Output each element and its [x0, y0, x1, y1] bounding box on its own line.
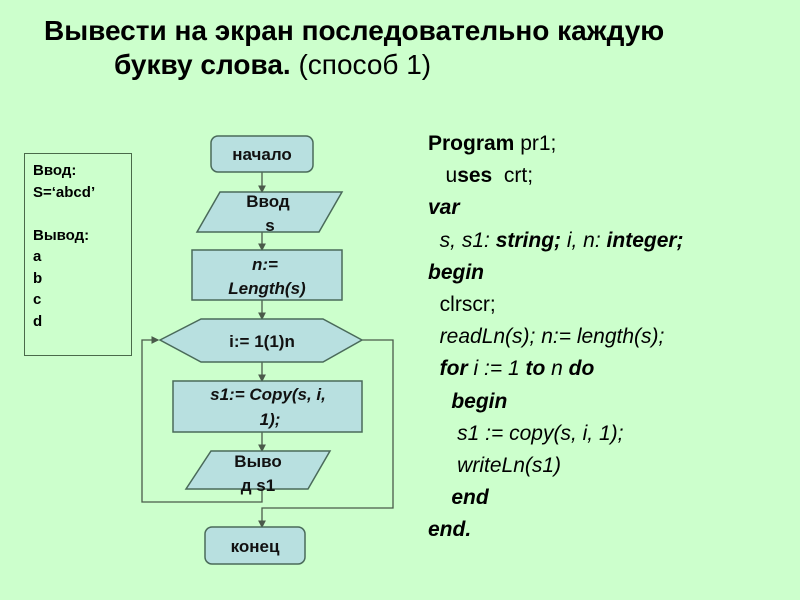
io-line: Ввод: [33, 162, 77, 179]
end-label: конец [231, 537, 280, 556]
code-line: writeLn(s1) [428, 450, 684, 482]
io-line: c [33, 291, 42, 308]
output-parallelogram [184, 450, 332, 490]
start-terminator [210, 135, 314, 173]
code-line: uses crt; [428, 160, 684, 192]
code-line: s, s1: string; i, n: integer; [428, 225, 684, 257]
title-subtitle: (способ 1) [298, 49, 432, 80]
code-token: s, s1: [428, 228, 496, 252]
assign-n-label-2: Length(s) [228, 279, 306, 298]
slide-title: Вывести на экран последовательно каждую … [44, 14, 664, 82]
io-line: S=‘abcd’ [33, 183, 96, 201]
assign-s1-label-2: 1); [260, 410, 281, 429]
code-token: ses [457, 164, 493, 188]
code-line: begin [428, 386, 684, 418]
input-label-2: s [265, 216, 274, 235]
code-token: to [525, 357, 546, 381]
code-line: Program pr1; [428, 128, 684, 160]
code-token: end. [428, 518, 472, 542]
code-token: end [428, 486, 489, 510]
input-label-1: Ввод [246, 192, 290, 211]
code-token: string; [495, 228, 562, 252]
input-parallelogram [195, 191, 344, 233]
code-token: writeLn(s1) [428, 454, 562, 478]
io-line: b [33, 269, 43, 287]
loop-hexagon [158, 318, 364, 363]
start-label: начало [232, 145, 292, 164]
io-line: d [33, 312, 43, 330]
assign-s1-process [172, 380, 363, 433]
code-token: n [545, 357, 569, 381]
code-token: pr1; [514, 132, 557, 155]
code-token: begin [428, 389, 508, 413]
code-line: readLn(s); n:= length(s); [428, 321, 684, 353]
code-token: for [428, 357, 468, 381]
io-line: a [33, 248, 42, 265]
code-line: s1 := copy(s, i, 1); [428, 418, 684, 450]
connector-loop-exit [258, 339, 394, 529]
code-token: i := 1 [467, 357, 526, 381]
code-line: var [428, 192, 684, 224]
assign-n-process [191, 249, 343, 301]
io-line: Вывод: [33, 226, 90, 244]
code-token: crt; [492, 164, 534, 188]
code-token: clrscr; [428, 293, 496, 317]
code-token: readLn(s); n:= length(s); [428, 325, 665, 349]
code-token: Program [428, 132, 515, 155]
pascal-code-listing: Program pr1; uses crt; var s, s1: string;… [428, 128, 684, 547]
code-token: do [568, 357, 595, 381]
end-terminator [204, 526, 306, 565]
code-token: i, n: [561, 228, 607, 252]
assign-s1-label-1: s1:= Copy(s, i, [210, 385, 326, 404]
code-line: for i := 1 to n do [428, 353, 684, 385]
loop-label: i:= 1(1)n [229, 332, 295, 351]
code-line: clrscr; [428, 289, 684, 321]
output-label-1: Выво [234, 452, 281, 471]
code-token: var [428, 196, 460, 220]
code-line: end. [428, 514, 684, 546]
output-label-2: д s1 [241, 476, 275, 495]
title-line-2: букву слова. (способ 1) [44, 48, 664, 82]
assign-n-label-1: n:= [252, 255, 278, 274]
code-line: begin [428, 257, 684, 289]
code-token: begin [428, 260, 484, 284]
code-token: integer; [606, 228, 684, 252]
title-bold-part: букву слова. [114, 49, 291, 80]
code-token: s1 := copy(s, i, 1); [428, 421, 624, 445]
code-line: end [428, 482, 684, 514]
title-line-1: Вывести на экран последовательно каждую [44, 15, 665, 46]
connector-loop-back [141, 336, 263, 503]
code-token: u [428, 164, 458, 188]
